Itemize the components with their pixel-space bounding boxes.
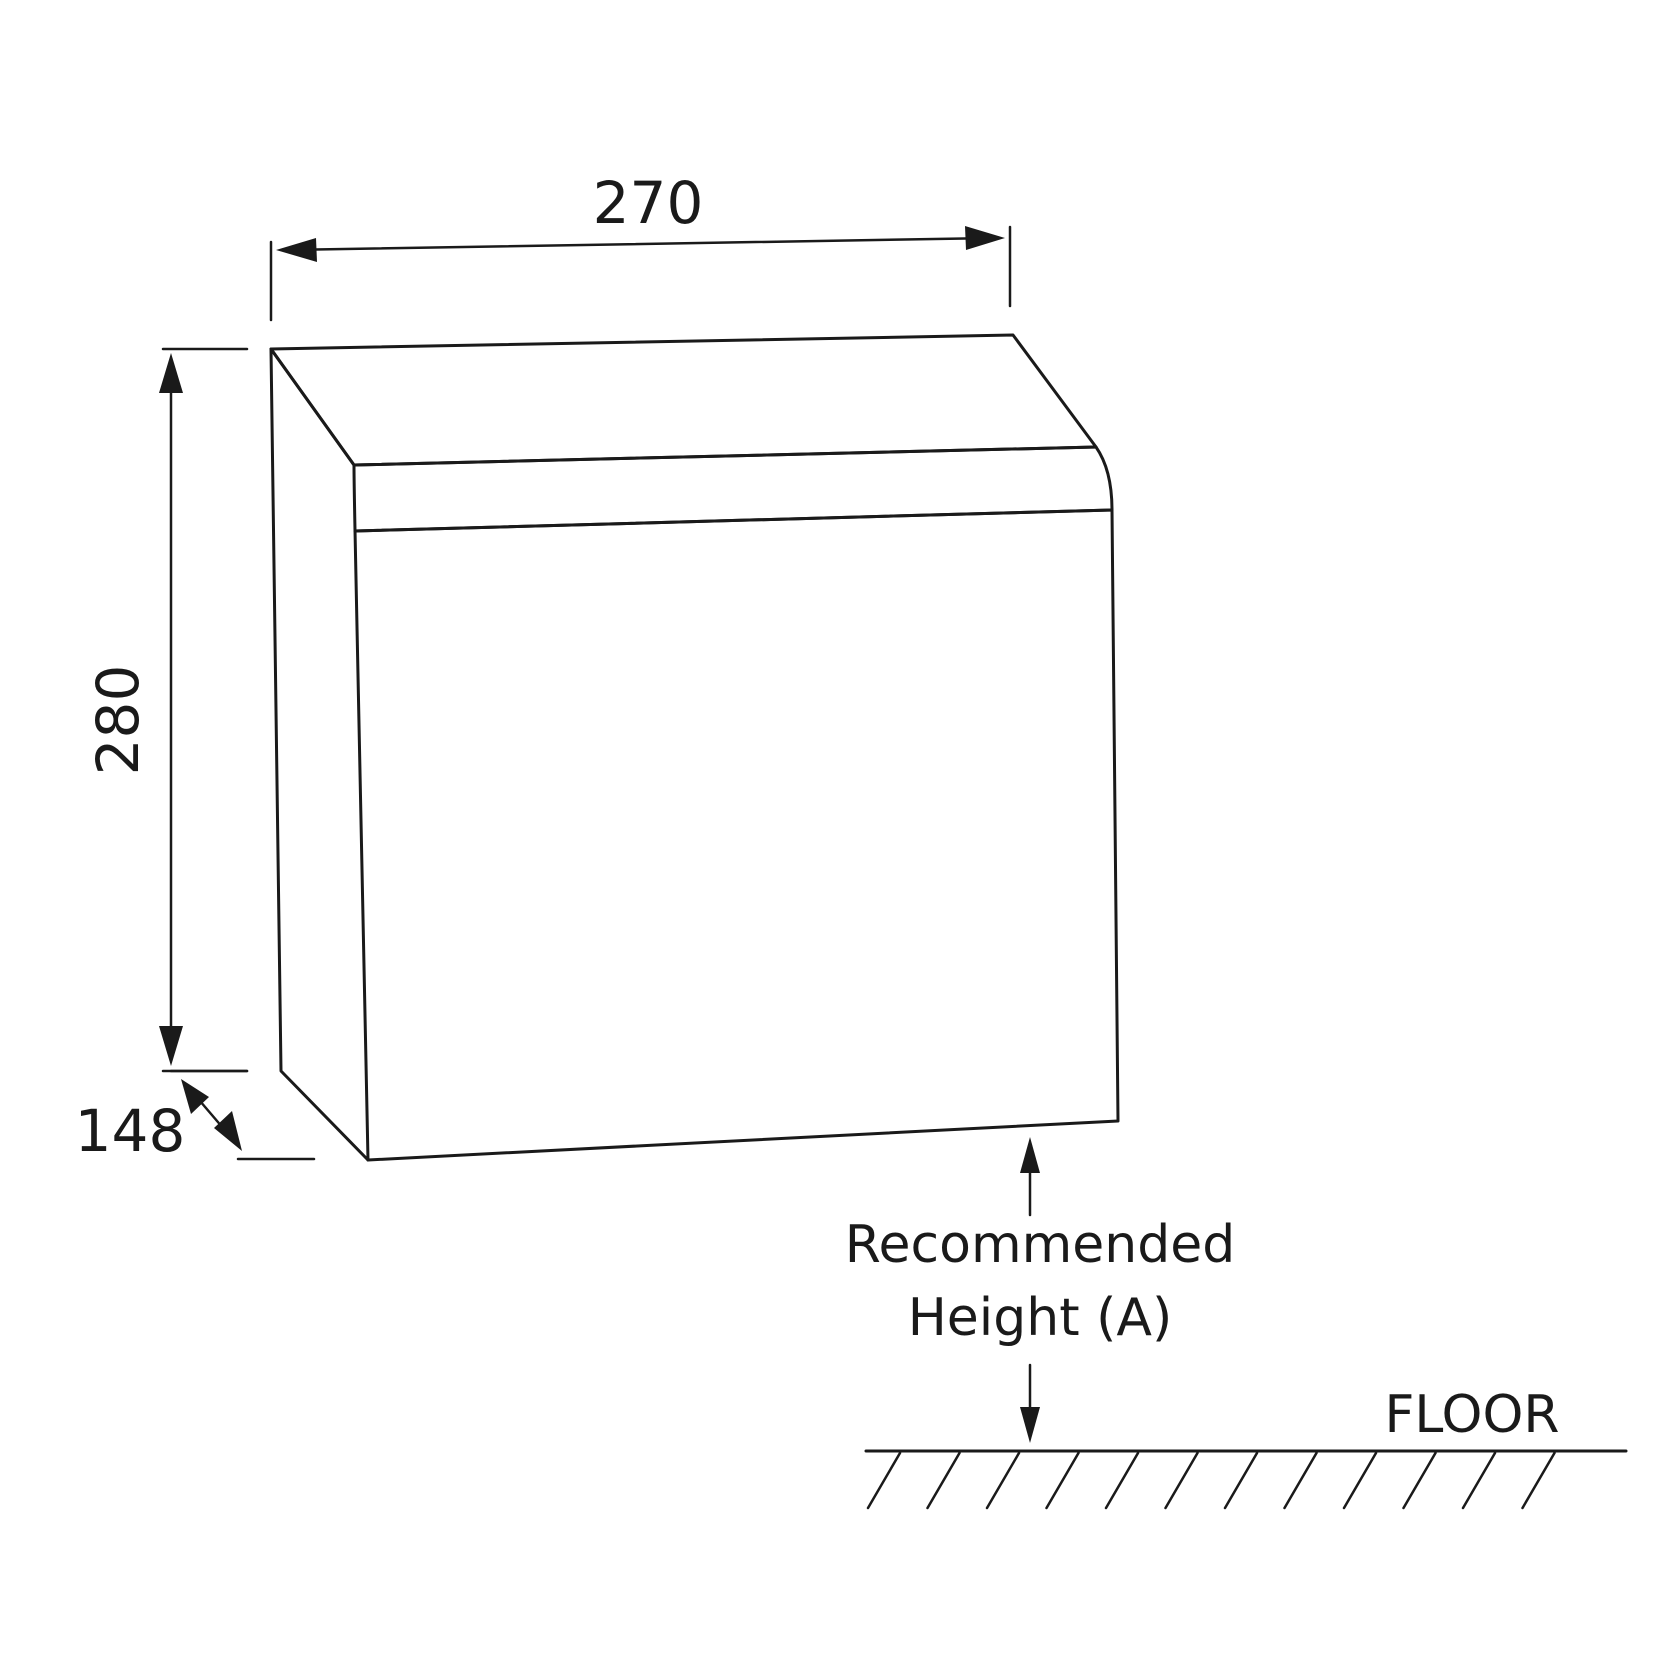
floor-hatch-mark — [1342, 1451, 1378, 1510]
floor-hatch-mark — [1223, 1451, 1259, 1510]
height-arrow-bottom-icon — [159, 1026, 183, 1066]
floor-hatch-mark — [1402, 1451, 1437, 1510]
depth-value: 148 — [75, 1097, 186, 1165]
recommended-label-line2: Height (A) — [908, 1288, 1173, 1348]
floor-hatch-mark — [1045, 1451, 1080, 1510]
floor-label: FLOOR — [1384, 1385, 1559, 1445]
recommended-label-line1: Recommended — [845, 1215, 1235, 1275]
floor-hatch-mark — [1521, 1451, 1556, 1510]
recommended-arrow-down-icon — [1020, 1407, 1040, 1443]
depth-arrow-top-icon — [181, 1079, 209, 1114]
unit-front-band — [352, 445, 1114, 533]
recommended-height-indicator: Recommended Height (A) — [845, 1137, 1235, 1443]
recommended-arrow-up-icon — [1020, 1137, 1040, 1173]
floor-hatch-mark — [1283, 1451, 1318, 1510]
floor: FLOOR — [864, 1385, 1628, 1510]
width-dimension: 270 — [269, 169, 1012, 322]
width-arrow-left-icon — [276, 238, 317, 262]
unit-outline — [269, 333, 1120, 1162]
floor-hatching — [866, 1451, 1556, 1510]
floor-hatch-mark — [1164, 1451, 1199, 1510]
floor-hatch-mark — [1104, 1451, 1140, 1510]
width-arrow-right-icon — [965, 226, 1005, 250]
height-dimension: 280 — [84, 347, 249, 1073]
height-value: 280 — [84, 665, 152, 776]
unit-side-face — [269, 347, 370, 1162]
width-dimension-line — [283, 236, 997, 252]
depth-dimension: 148 — [75, 1069, 316, 1165]
floor-hatch-mark — [926, 1451, 961, 1510]
floor-hatch-mark — [1461, 1451, 1497, 1510]
floor-hatch-mark — [985, 1451, 1021, 1510]
floor-hatch-mark — [866, 1451, 902, 1510]
height-arrow-top-icon — [159, 353, 183, 393]
width-value: 270 — [593, 169, 704, 237]
unit-front-face — [353, 508, 1120, 1162]
depth-arrow-bottom-icon — [214, 1111, 242, 1151]
unit-top-face — [269, 333, 1098, 467]
